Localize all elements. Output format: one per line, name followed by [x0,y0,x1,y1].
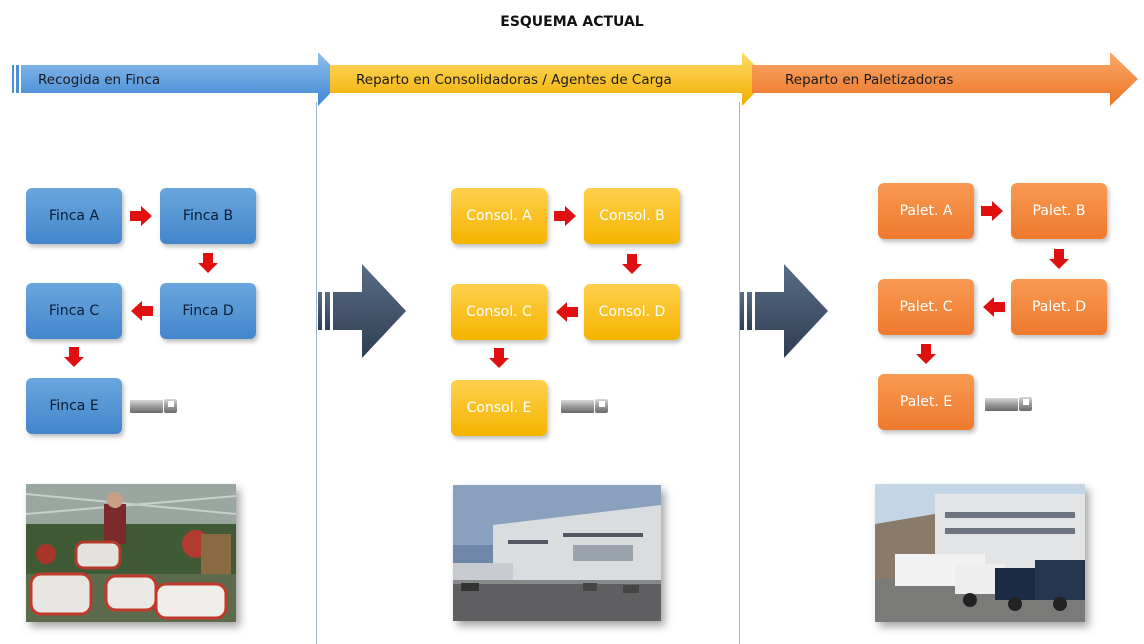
phase-label-3: Reparto en Paletizadoras [785,72,954,88]
arrow-right-icon [130,206,152,226]
arrow-down-icon [622,254,642,274]
phase-arrow-3 [752,52,1138,106]
arrow-down-icon [198,253,218,273]
finca-a-node: Finca A [26,188,122,244]
warehouse-photo [453,485,661,621]
column-divider-1 [316,102,317,644]
truck-icon [130,399,177,413]
consol-e-node: Consol. E [451,380,547,436]
arrow-down-icon [64,347,84,367]
palet-d-node: Palet. D [1011,279,1107,335]
column-divider-2 [739,102,740,644]
trucks-photo [875,484,1085,622]
phase-banner [12,52,1138,106]
arrow-left-icon [131,301,153,321]
finca-d-node: Finca D [160,283,256,339]
page-title: ESQUEMA ACTUAL [500,14,644,30]
transition-arrow-icon [318,264,406,358]
arrow-down-icon [916,344,936,364]
arrow-down-icon [1049,249,1069,269]
transition-arrow-icon [740,264,828,358]
farm-photo [26,484,236,622]
finca-e-node: Finca E [26,378,122,434]
phase-arrow-1 [21,52,344,106]
finca-c-node: Finca C [26,283,122,339]
arrow-left-icon [556,302,578,322]
finca-b-node: Finca B [160,188,256,244]
consol-b-node: Consol. B [584,188,680,244]
arrow-right-icon [554,206,576,226]
truck-icon [985,397,1032,411]
arrow-down-icon [489,348,509,368]
palet-a-node: Palet. A [878,183,974,239]
palet-e-node: Palet. E [878,374,974,430]
consol-a-node: Consol. A [451,188,547,244]
palet-c-node: Palet. C [878,279,974,335]
phase-label-2: Reparto en Consolidadoras / Agentes de C… [356,72,672,88]
phase-arrow-2 [330,52,768,106]
arrow-right-icon [981,201,1003,221]
palet-b-node: Palet. B [1011,183,1107,239]
arrow-left-icon [983,297,1005,317]
consol-c-node: Consol. C [451,284,547,340]
truck-icon [561,399,608,413]
phase-label-1: Recogida en Finca [38,72,161,88]
consol-d-node: Consol. D [584,284,680,340]
